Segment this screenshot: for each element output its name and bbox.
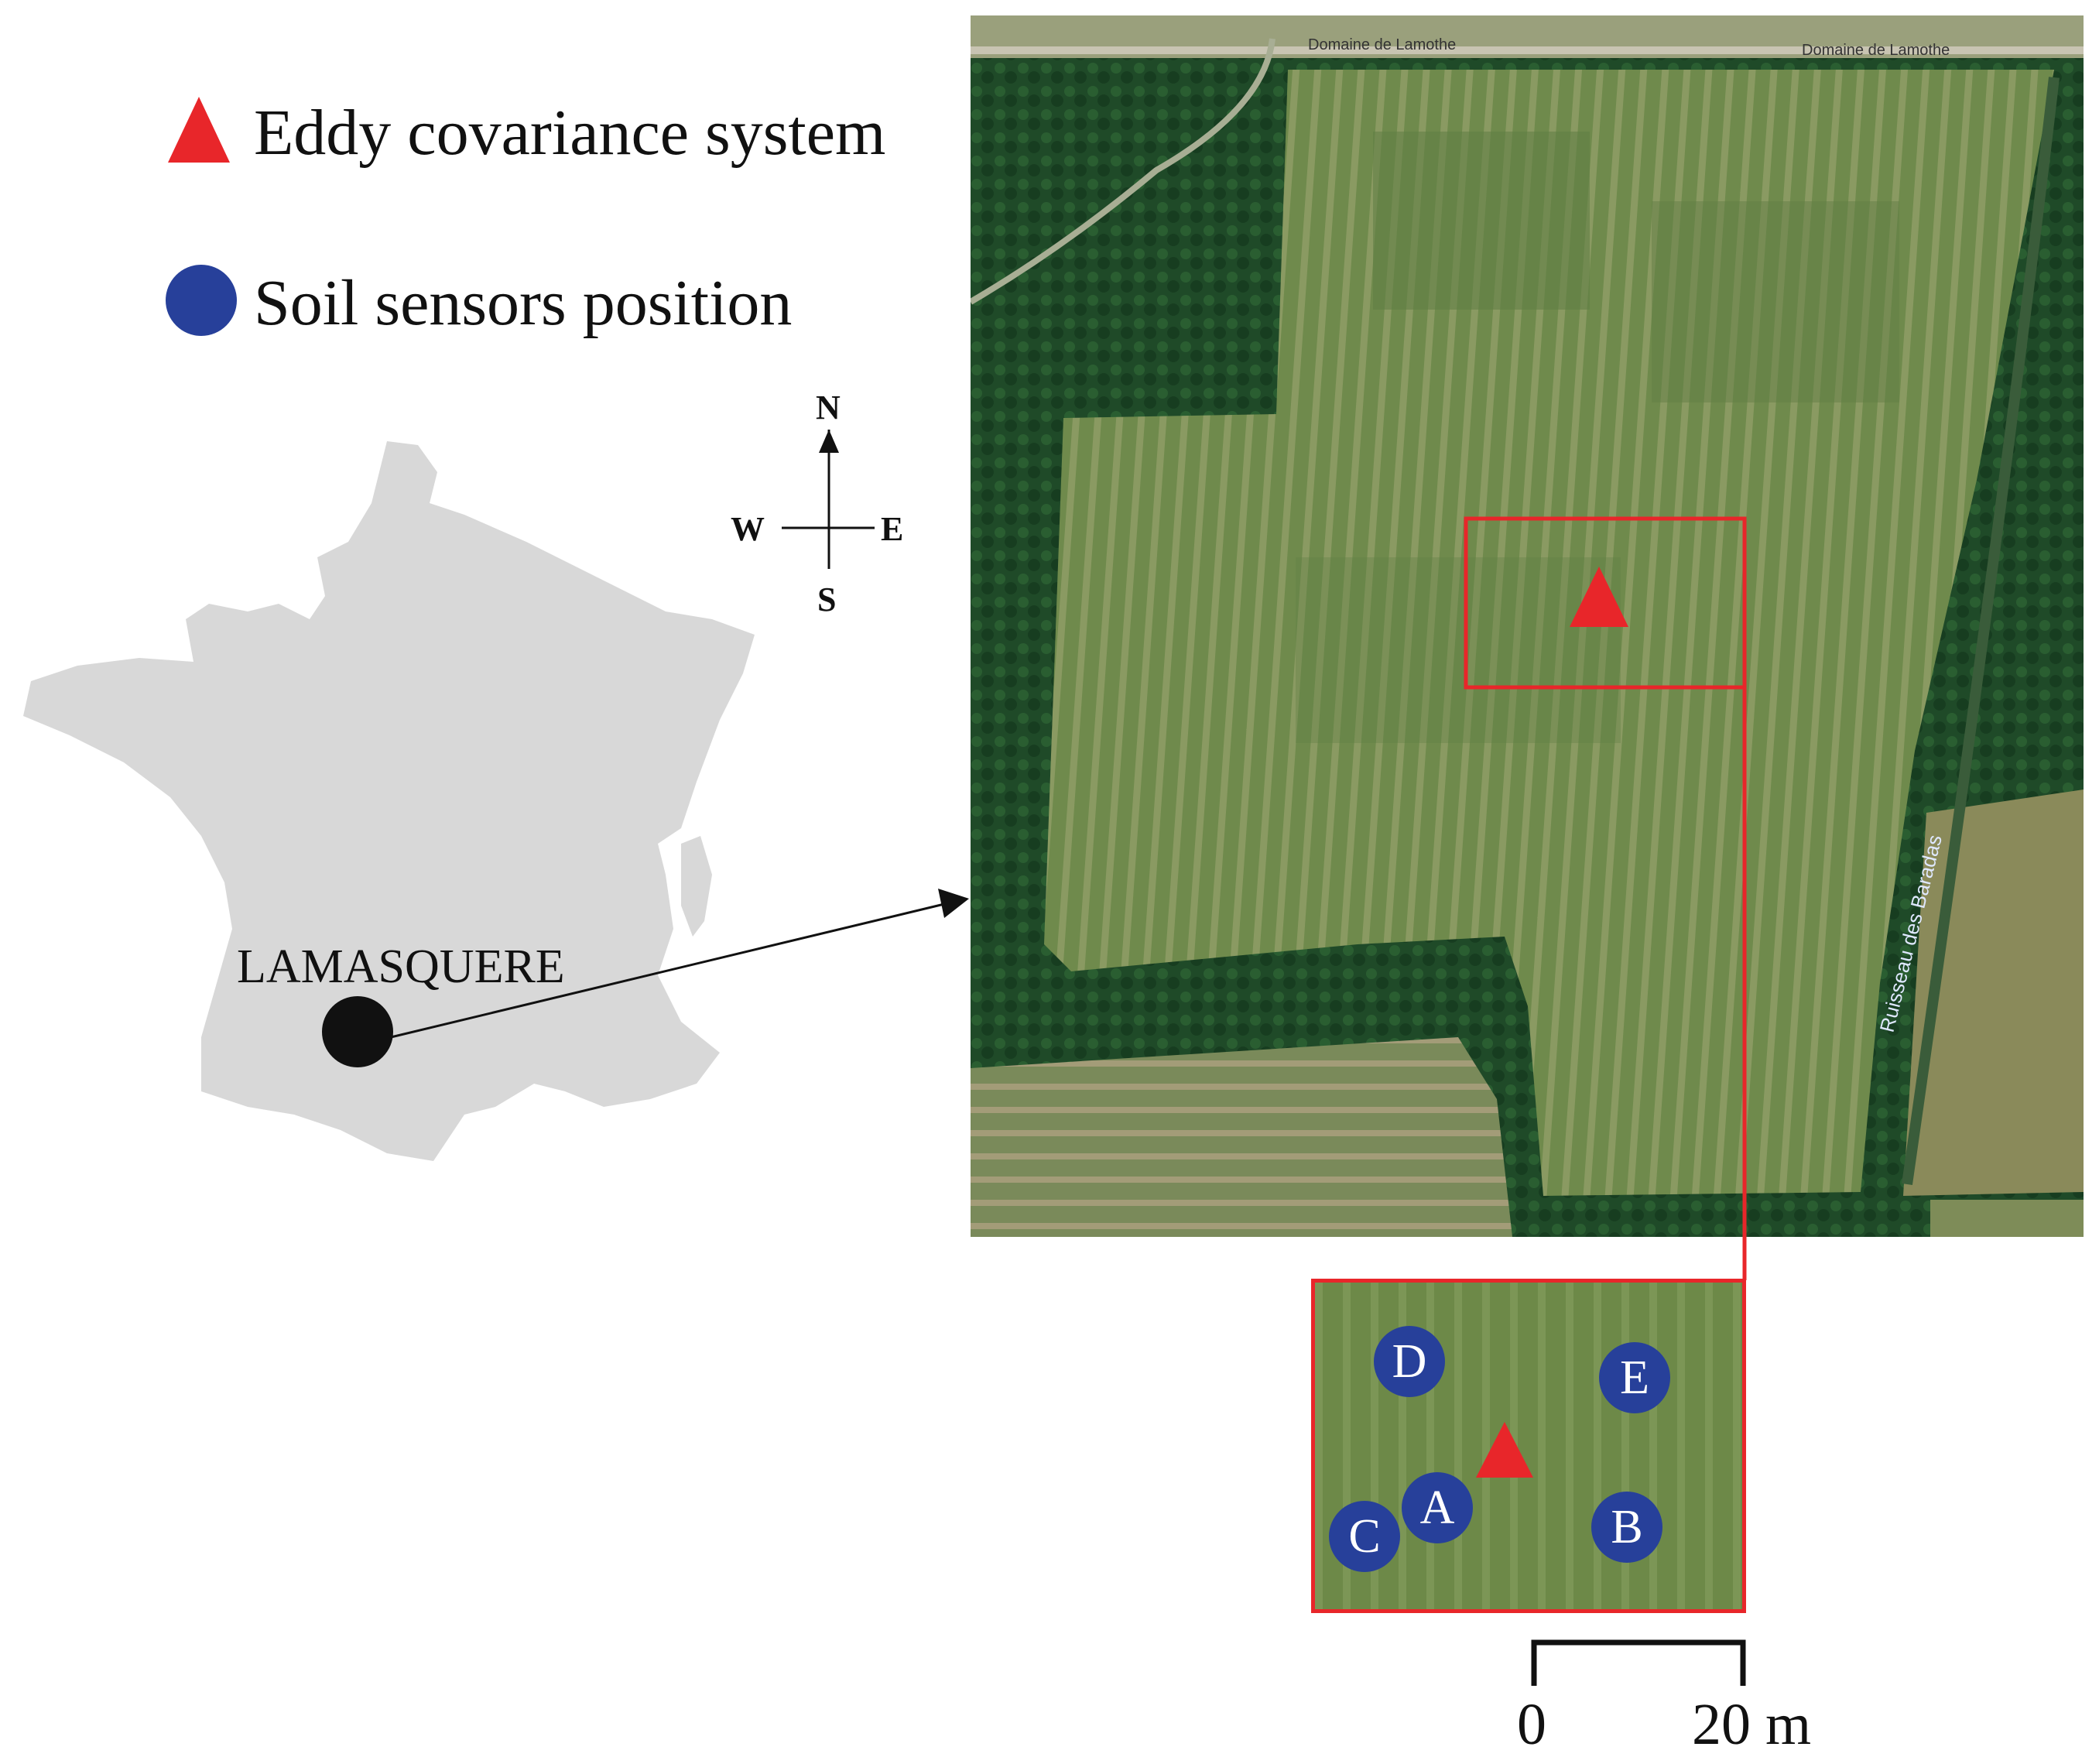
main-field <box>1044 70 2054 1196</box>
satellite-image <box>971 15 2084 1237</box>
compass-west-label: W <box>731 510 765 548</box>
inset-eddy-covariance-marker <box>1476 1422 1533 1478</box>
eddy-covariance-legend-label: Eddy covariance system <box>254 97 886 169</box>
road-label-left: Domaine de Lamothe <box>1308 36 1457 53</box>
road-label-right: Domaine de Lamothe <box>1802 42 1950 59</box>
sensor-a: A <box>1402 1472 1473 1543</box>
soil-sensor-legend-icon <box>166 265 237 336</box>
sensor-c: C <box>1329 1501 1400 1572</box>
soil-sensor-legend-label: Soil sensors position <box>254 267 793 339</box>
scale-start-label: 0 <box>1517 1692 1546 1757</box>
sensor-e: E <box>1599 1342 1670 1413</box>
compass-rose: N W E S <box>720 391 921 623</box>
legend: Eddy covariance system Soil sensors posi… <box>155 93 975 356</box>
site-location-marker <box>322 996 393 1067</box>
scale-end-label: 20 m <box>1692 1692 1812 1757</box>
corsica-island <box>681 836 712 937</box>
compass-east-label: E <box>881 510 904 548</box>
compass-south-label: S <box>817 581 837 618</box>
compass-cross-icon <box>782 430 875 569</box>
france-map <box>23 441 755 1161</box>
compass-north-label: N <box>816 389 841 426</box>
scale-bar <box>1531 1639 1746 1686</box>
lower-left-field <box>971 1037 1512 1237</box>
study-area-highlight-box <box>1464 516 1747 690</box>
eddy-covariance-tower-marker <box>1570 567 1628 627</box>
sensor-d: D <box>1374 1326 1445 1397</box>
france-outline <box>23 441 755 1161</box>
sensor-b: B <box>1591 1492 1662 1563</box>
inset-zoom-view: D E A C B <box>1311 1279 1746 1613</box>
eddy-covariance-legend-icon <box>168 97 230 163</box>
site-name-label: LAMASQUERE <box>237 940 565 993</box>
